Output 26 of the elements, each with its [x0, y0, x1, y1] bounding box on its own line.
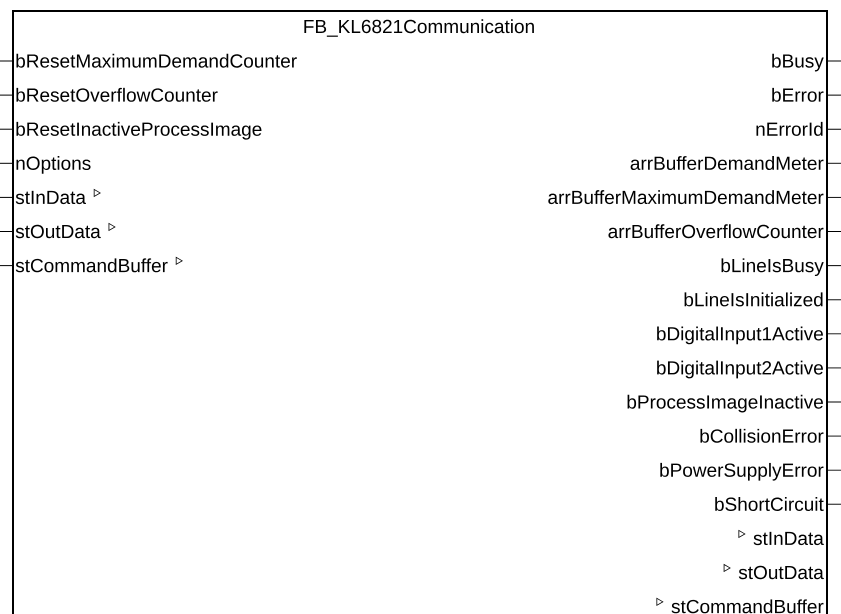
pin-name: stOutData: [738, 566, 824, 580]
pin-name: bDigitalInput1Active: [657, 326, 823, 344]
function-block: [12, 10, 828, 614]
pin-name: bBusy: [772, 54, 824, 72]
pin-name: bError: [772, 88, 824, 102]
pin-name: bLineIsBusy: [722, 258, 824, 276]
pin-name: arrBufferMaximumDemandMeter: [548, 190, 824, 204]
pin-name: bPowerSupplyError: [660, 462, 824, 481]
pin-name: stCommandBuffer: [672, 599, 824, 614]
pin-name: bDigitalInput2Active: [657, 360, 823, 378]
pin-name: arrBufferOverflowCounter: [608, 224, 824, 238]
pin-name: bCollisionError: [700, 428, 824, 443]
pin-name: stInData: [16, 190, 86, 204]
pin-name: nErrorId: [756, 122, 823, 136]
pin-name: arrBufferDemandMeter: [630, 156, 824, 170]
pin-name: bShortCircuit: [715, 497, 824, 511]
pin-name: bResetOverflowCounter: [16, 88, 218, 102]
block-title: FB_KL6821Communication: [304, 19, 534, 37]
pin-name: stCommandBuffer: [16, 258, 168, 272]
pin-name: stOutData: [16, 224, 101, 238]
pin-name: bProcessImageInactive: [628, 394, 823, 412]
pin-name: bLineIsInitialized: [684, 292, 823, 306]
pin-name: bResetMaximumDemandCounter: [16, 54, 297, 68]
pin-name: bResetInactiveProcessImage: [16, 122, 262, 140]
pin-name: nOptions: [16, 156, 91, 174]
pin-name: stInData: [754, 532, 824, 546]
